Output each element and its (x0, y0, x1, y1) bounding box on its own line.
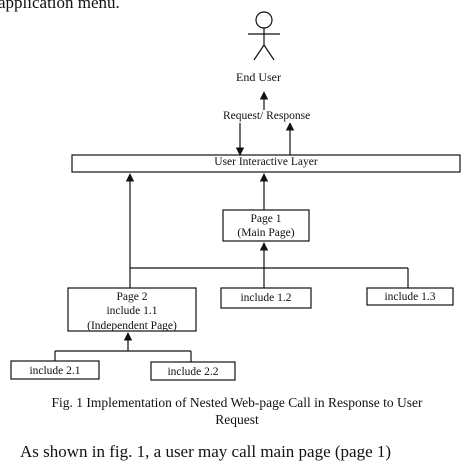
end-user-label: End User (236, 70, 281, 84)
page1-title: Page 1 (250, 213, 282, 225)
include-1-3-box (366, 287, 454, 306)
include-1-2-label: include 1.2 (240, 292, 292, 304)
include-2-1-label: include 2.1 (29, 365, 81, 377)
page2-title: Page 2 (116, 291, 148, 303)
user-interactive-layer-box (71, 154, 461, 173)
include-1-2-box (220, 287, 312, 309)
end-user-actor-icon (248, 11, 280, 61)
include-2-2-box (150, 361, 236, 381)
figure-caption-line2: Request (215, 412, 259, 427)
include-2-2-label: include 2.2 (167, 366, 219, 378)
layer-label: User Interactive Layer (214, 156, 318, 168)
body-text-top: application menu. (0, 0, 120, 12)
page2-include: include 1.1 (106, 305, 158, 318)
page1-box (222, 209, 310, 242)
page2-box (67, 287, 197, 332)
page1-subtitle: (Main Page) (237, 227, 295, 240)
body-text-bottom: As shown in fig. 1, a user may call main… (20, 442, 392, 461)
page2-subtitle: (Independent Page) (87, 319, 177, 332)
include-1-3-label: include 1.3 (384, 291, 436, 303)
page1-label: Page 1 (Main Page) (223, 212, 309, 241)
page2-label: Page 2 include 1.1 (Independent Page) (68, 290, 196, 333)
include-2-1-box (10, 360, 100, 380)
request-response-label: Request/ Response (222, 110, 312, 123)
figure-caption-line1: Fig. 1 Implementation of Nested Web-page… (51, 395, 423, 410)
